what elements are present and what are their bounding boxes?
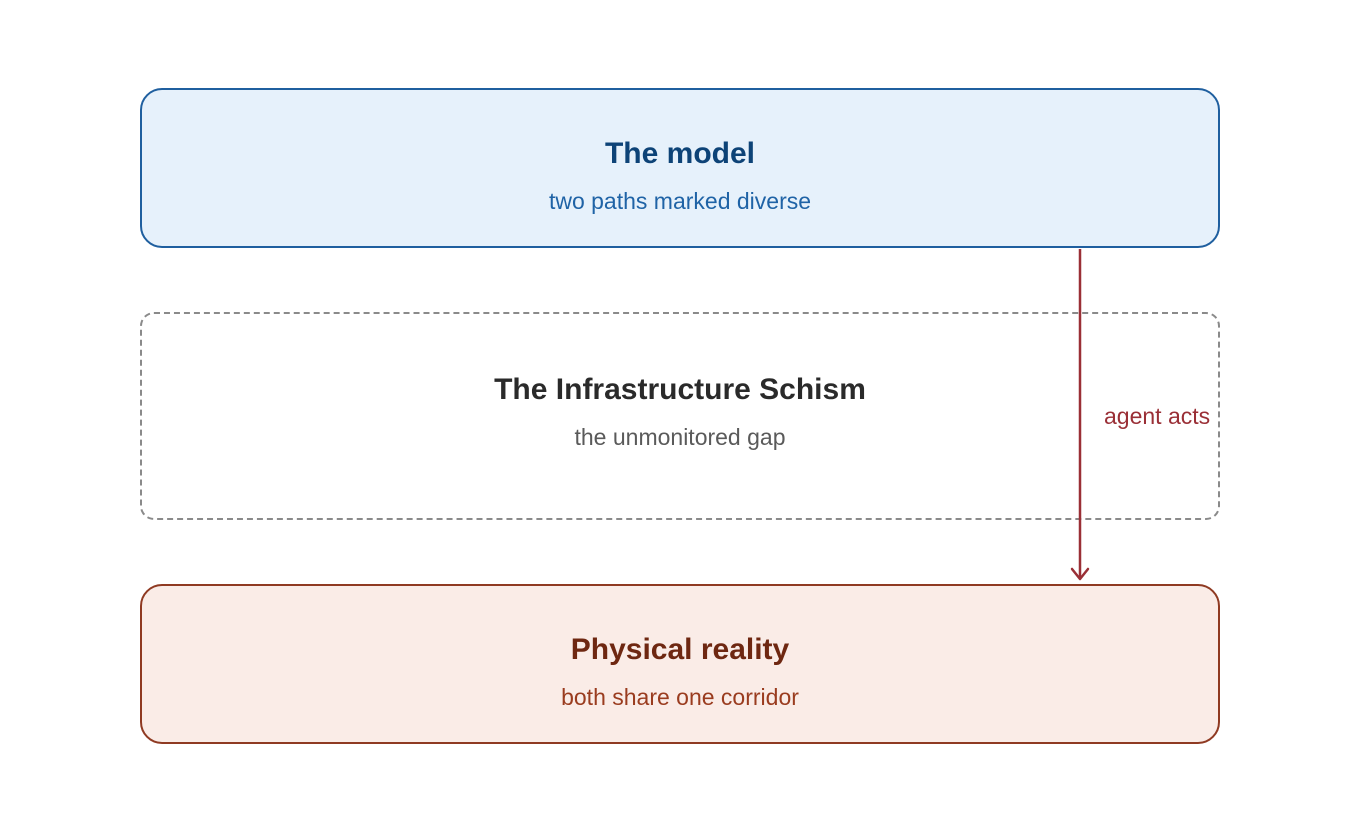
arrow-head	[1070, 567, 1090, 581]
schism-box: The Infrastructure Schism the unmonitore…	[140, 312, 1220, 520]
arrow-label: agent acts	[1104, 403, 1211, 429]
schism-title: The Infrastructure Schism	[494, 373, 866, 406]
reality-box: Physical reality both share one corridor	[140, 584, 1220, 744]
model-box: The model two paths marked diverse	[140, 88, 1220, 248]
reality-title: Physical reality	[570, 633, 790, 666]
schism-subtitle: the unmonitored gap	[574, 424, 786, 450]
reality-subtitle: both share one corridor	[561, 684, 799, 710]
model-title: The model	[604, 137, 755, 170]
model-subtitle: two paths marked diverse	[548, 188, 812, 214]
